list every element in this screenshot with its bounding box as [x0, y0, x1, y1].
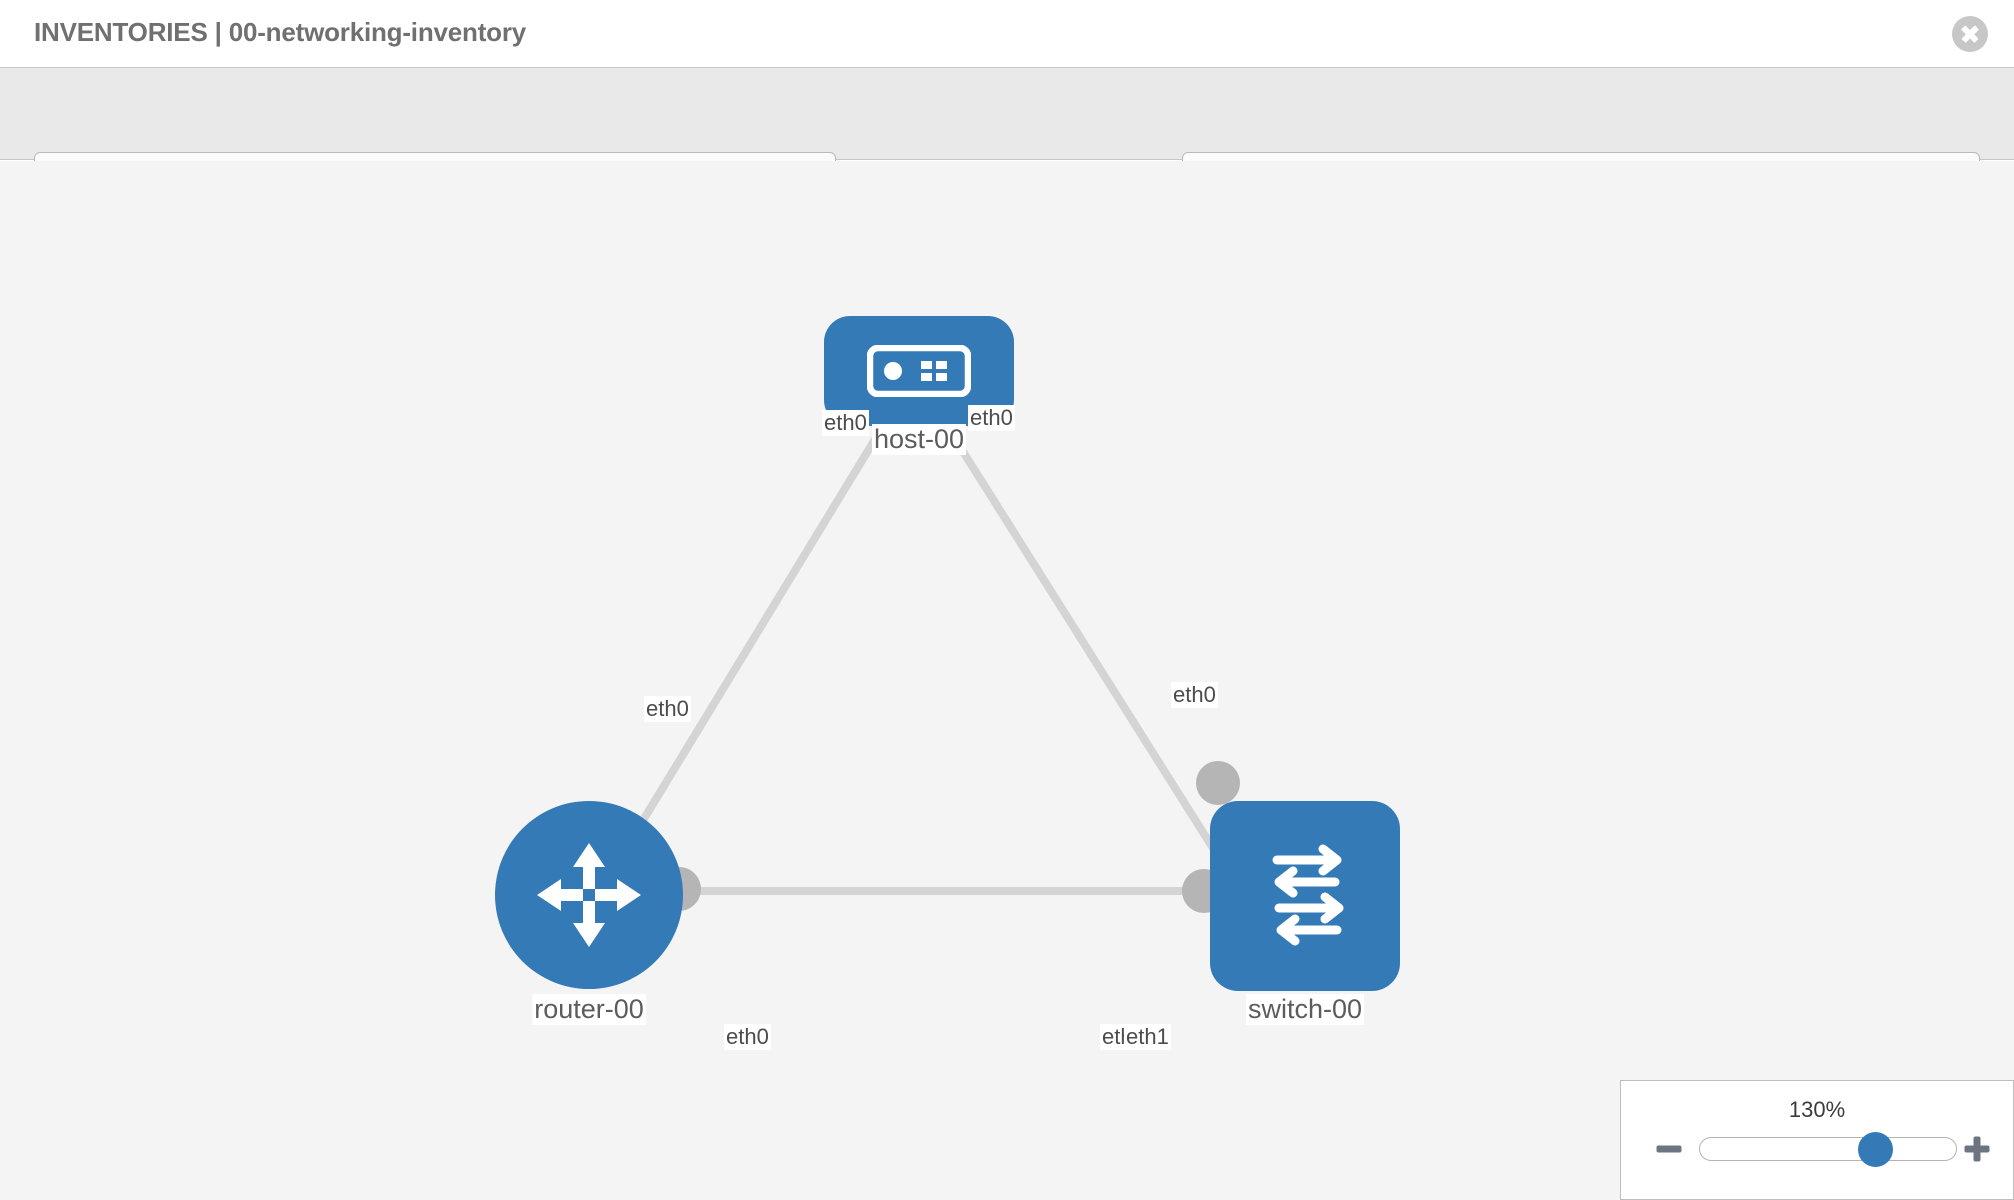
- node-switch-00-shape[interactable]: [1210, 801, 1400, 991]
- close-icon[interactable]: [1952, 16, 1988, 52]
- zoom-level-value: 130%: [1788, 1097, 1846, 1122]
- edge-label-switch-eth0-uplink: eth0: [1171, 682, 1218, 708]
- edge-label-host-eth0-right: eth0: [968, 405, 1015, 431]
- node-router-00[interactable]: router-00: [495, 801, 701, 1061]
- topology-canvas[interactable]: host-00 router-00: [0, 161, 2014, 1200]
- edge-label-host-eth0-left: eth0: [822, 410, 869, 436]
- minus-icon[interactable]: [1653, 1133, 1685, 1165]
- node-switch-00[interactable]: switch-00: [1182, 761, 1400, 1061]
- window-header: INVENTORIES | 00-networking-inventory: [0, 0, 2014, 68]
- zoom-slider-thumb[interactable]: [1858, 1132, 1893, 1167]
- node-host-00-label: host-00: [871, 424, 967, 455]
- zoom-slider[interactable]: [1699, 1132, 1957, 1167]
- edge-label-router-eth0-uplink: eth0: [644, 696, 691, 722]
- switch-arrows-icon: [1272, 844, 1344, 946]
- plus-icon[interactable]: [1961, 1133, 1993, 1165]
- port-switch-eth0[interactable]: [1196, 761, 1240, 805]
- router-arrows-icon: [537, 843, 641, 947]
- link-host-switch[interactable]: [946, 428, 1244, 894]
- toolbar: ACTIONS SEARCH: [0, 68, 2014, 204]
- link-host-router[interactable]: [596, 428, 884, 894]
- edge-label-switch-eth1: eth1: [1124, 1024, 1171, 1050]
- page-title: INVENTORIES | 00-networking-inventory: [34, 17, 527, 47]
- node-router-00-shape[interactable]: [495, 801, 683, 989]
- server-device-icon: [867, 345, 971, 397]
- zoom-control-panel: 130%: [1620, 1080, 2014, 1200]
- topology-links: [596, 428, 1244, 895]
- node-router-00-label: router-00: [532, 994, 646, 1025]
- node-switch-00-label: switch-00: [1245, 994, 1365, 1025]
- edge-label-router-eth0: eth0: [724, 1024, 771, 1050]
